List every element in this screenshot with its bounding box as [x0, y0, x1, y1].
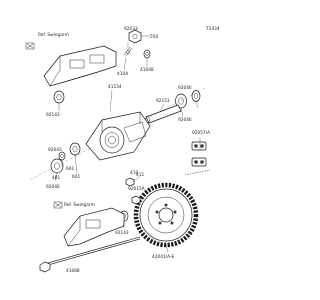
label-92043: 92043: [48, 147, 62, 153]
collar-right: [175, 90, 201, 109]
part-labels: 92033 550 41048 410A 92143 41154 92046 9…: [46, 26, 210, 274]
swingarm-icon-bottom: [53, 201, 63, 209]
label-410A: 410A: [117, 71, 128, 77]
rear-axle: [39, 236, 141, 273]
label-92015a: 92015A: [128, 186, 145, 192]
small-collar: [143, 49, 151, 59]
ref-note-bottom: Ref. Swingarm: [64, 202, 95, 208]
ref-note-top: Ref. Swingarm: [38, 32, 69, 38]
label-92143-b: 92143: [115, 230, 129, 236]
page-code: T1434: [205, 26, 220, 32]
axle-nut-top: [128, 29, 142, 44]
label-410: 410: [130, 170, 138, 176]
chain-adjuster-top: [43, 45, 117, 87]
rear-hub: [85, 111, 151, 161]
swingarm-icon: [25, 42, 35, 50]
label-42041: 42041/A-E: [152, 254, 175, 260]
bearing-left: [53, 90, 65, 104]
label-481: 481: [52, 175, 60, 181]
exploded-parts-diagram: T1434 Ref. Swingarm: [25, 26, 220, 274]
cotter-pin: [123, 46, 133, 57]
chain-adjuster-bottom: [63, 207, 125, 247]
rear-axle-tube: [145, 104, 182, 124]
ref-swingarm-top: Ref. Swingarm: [25, 32, 69, 50]
label-550: 550: [150, 34, 158, 40]
leader-lines: [54, 35, 201, 253]
label-92143: 92143: [46, 112, 60, 118]
label-41154: 41154: [108, 84, 122, 90]
master-link: [184, 141, 211, 176]
label-41048: 41048: [140, 67, 154, 73]
label-601-b: 601: [72, 174, 80, 180]
label-41068: 41068: [66, 268, 80, 274]
hub-spacers: [50, 142, 81, 174]
ref-swingarm-bottom: Ref. Swingarm: [53, 201, 95, 209]
rear-sprocket: [133, 182, 199, 248]
label-92046-c: 92046: [46, 184, 60, 190]
label-92033: 92033: [124, 26, 138, 32]
label-411: 411: [136, 172, 144, 178]
label-92153: 92153: [156, 98, 170, 104]
label-92046-b: 92046: [178, 117, 192, 123]
label-92046-a: 92046: [178, 85, 192, 91]
diagram-svg: T1434 Ref. Swingarm: [25, 26, 220, 274]
label-601: 601: [66, 166, 74, 172]
label-92057a: 92057/A: [192, 130, 210, 136]
